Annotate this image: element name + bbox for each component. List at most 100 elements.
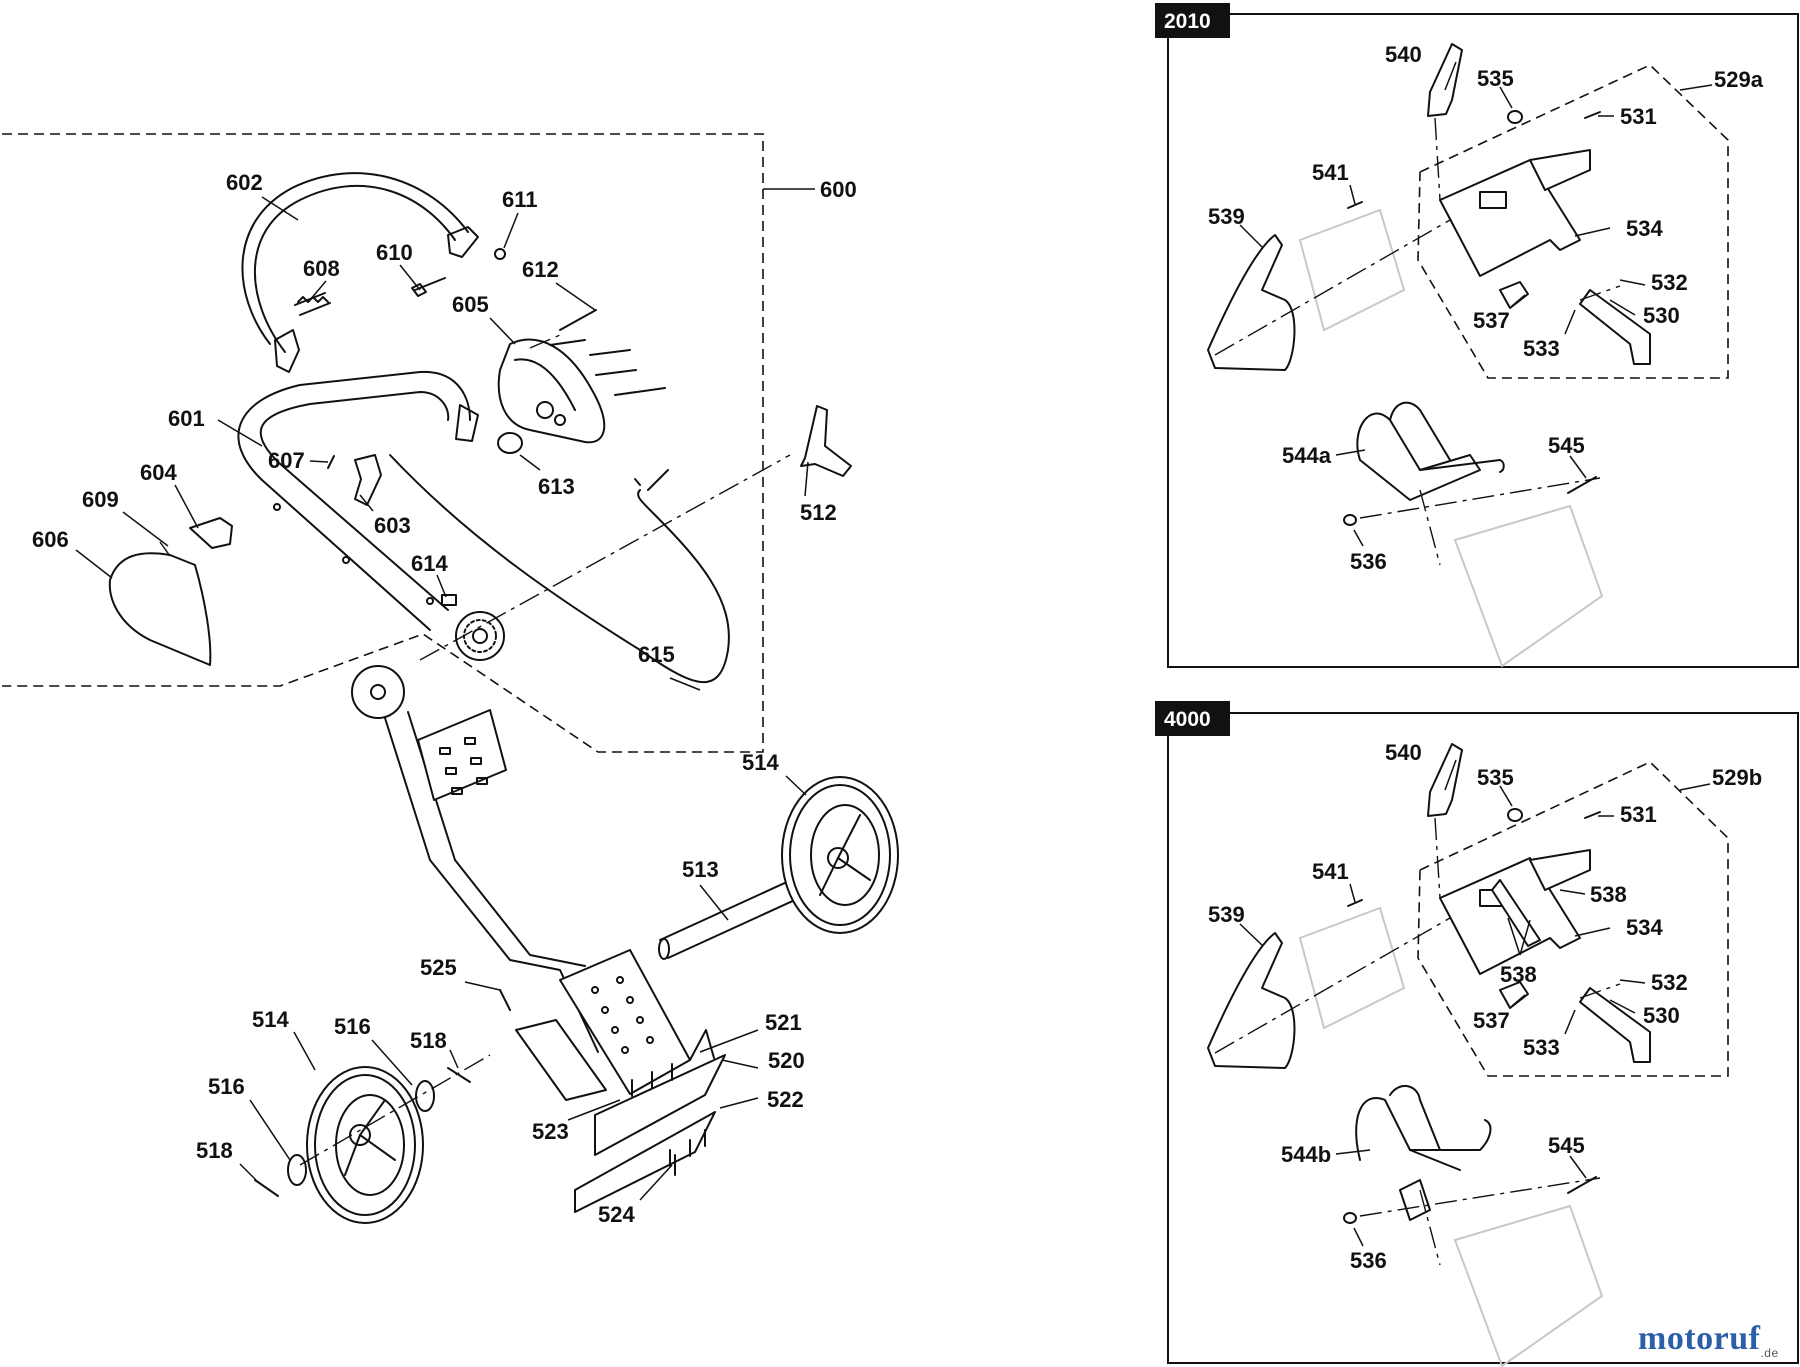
label-536: 536	[1350, 1248, 1387, 1273]
cable-end-614	[441, 594, 457, 606]
label-539: 539	[1208, 902, 1245, 927]
base-plate	[515, 949, 715, 1101]
housing-605	[497, 338, 606, 444]
assembly-600-outline	[2, 133, 764, 753]
label-612: 612	[522, 257, 559, 282]
label-534: 534	[1626, 915, 1663, 940]
label-537: 537	[1473, 1008, 1510, 1033]
washer-516-upper	[415, 1080, 435, 1112]
label-614: 614	[411, 551, 448, 576]
plate-520	[594, 1054, 726, 1156]
label-545: 545	[1548, 1133, 1585, 1158]
ratchet-wheel	[455, 611, 505, 661]
washer-611	[494, 248, 506, 260]
star-knob-512	[800, 405, 852, 477]
main-leader-lines	[75, 196, 809, 1201]
label-530: 530	[1643, 1003, 1680, 1028]
label-516-lower: 516	[208, 1074, 245, 1099]
spring-609	[159, 541, 171, 557]
label-520: 520	[768, 1048, 805, 1073]
label-530: 530	[1643, 303, 1680, 328]
label-514-right: 514	[742, 750, 779, 775]
label-540: 540	[1385, 42, 1422, 67]
wheel-514-right	[781, 776, 899, 934]
watermark-domain: .de	[1760, 1345, 1779, 1360]
label-606: 606	[32, 527, 69, 552]
panel-2010-tag: 2010	[1164, 10, 1211, 33]
panel-2010-tag-bg	[1155, 3, 1230, 38]
label-608: 608	[303, 256, 340, 281]
motoruf-watermark: motoruf.de	[1638, 1320, 1779, 1360]
label-605: 605	[452, 292, 489, 317]
label-521: 521	[765, 1010, 802, 1035]
label-609: 609	[82, 487, 119, 512]
label-534: 534	[1626, 216, 1663, 241]
label-604: 604	[140, 460, 177, 485]
cable-615	[389, 454, 730, 684]
panel-4000: 4000	[1155, 701, 1799, 1367]
lever-603	[354, 454, 382, 506]
label-523: 523	[532, 1119, 569, 1144]
label-611: 611	[502, 187, 538, 212]
label-512: 512	[800, 500, 837, 525]
label-532: 532	[1651, 270, 1688, 295]
label-541: 541	[1312, 160, 1349, 185]
label-516-upper: 516	[334, 1014, 371, 1039]
label-545: 545	[1548, 433, 1585, 458]
label-518-lower: 518	[196, 1138, 233, 1163]
label-535: 535	[1477, 66, 1514, 91]
frame-arm	[351, 665, 599, 1053]
label-518-upper: 518	[410, 1028, 447, 1053]
label-600: 600	[820, 177, 857, 202]
label-601: 601	[168, 406, 205, 431]
label-533: 533	[1523, 1035, 1560, 1060]
plate-522	[574, 1111, 716, 1213]
label-535: 535	[1477, 765, 1514, 790]
label-532: 532	[1651, 970, 1688, 995]
watermark-name: motoruf	[1638, 1320, 1761, 1357]
cap-613	[497, 432, 523, 454]
screws-612	[529, 309, 666, 396]
label-538-upper: 538	[1590, 882, 1627, 907]
label-538-lower: 538	[1500, 962, 1537, 987]
label-522: 522	[767, 1087, 804, 1112]
panel-4000-frame	[1167, 712, 1799, 1364]
clip-604	[189, 517, 233, 549]
main-assembly: 600 601 602 603 604 605 606 607 608 609 …	[2, 133, 899, 1227]
label-541: 541	[1312, 859, 1349, 884]
label-602: 602	[226, 170, 263, 195]
label-531: 531	[1620, 802, 1657, 827]
label-513: 513	[682, 857, 719, 882]
label-544a: 544a	[1282, 443, 1332, 468]
label-529b: 529b	[1712, 765, 1762, 790]
washer-516-lower	[287, 1154, 307, 1186]
label-514-left: 514	[252, 1007, 289, 1032]
bolts-523-524-525	[499, 989, 706, 1176]
label-525: 525	[420, 955, 457, 980]
pin-518-lower	[254, 1179, 279, 1197]
label-531: 531	[1620, 104, 1657, 129]
label-613: 613	[538, 474, 575, 499]
label-533: 533	[1523, 336, 1560, 361]
handle-bar-601	[237, 370, 479, 631]
panel-2010: 2010	[1155, 3, 1799, 668]
label-537: 537	[1473, 308, 1510, 333]
label-607: 607	[268, 448, 305, 473]
label-536: 536	[1350, 549, 1387, 574]
label-539: 539	[1208, 204, 1245, 229]
label-603: 603	[374, 513, 411, 538]
label-540: 540	[1385, 740, 1422, 765]
panel-4000-tag: 4000	[1164, 708, 1211, 731]
label-524: 524	[598, 1202, 635, 1227]
pin-607	[327, 455, 335, 469]
pin-518-upper	[447, 1067, 471, 1083]
label-529a: 529a	[1714, 67, 1764, 92]
panel-2010-frame	[1167, 13, 1799, 668]
panel-4000-tag-bg	[1155, 701, 1230, 736]
cover-606	[108, 552, 212, 666]
label-615: 615	[638, 642, 675, 667]
label-610: 610	[376, 240, 413, 265]
bolt-610	[411, 277, 446, 297]
label-544b: 544b	[1281, 1142, 1331, 1167]
